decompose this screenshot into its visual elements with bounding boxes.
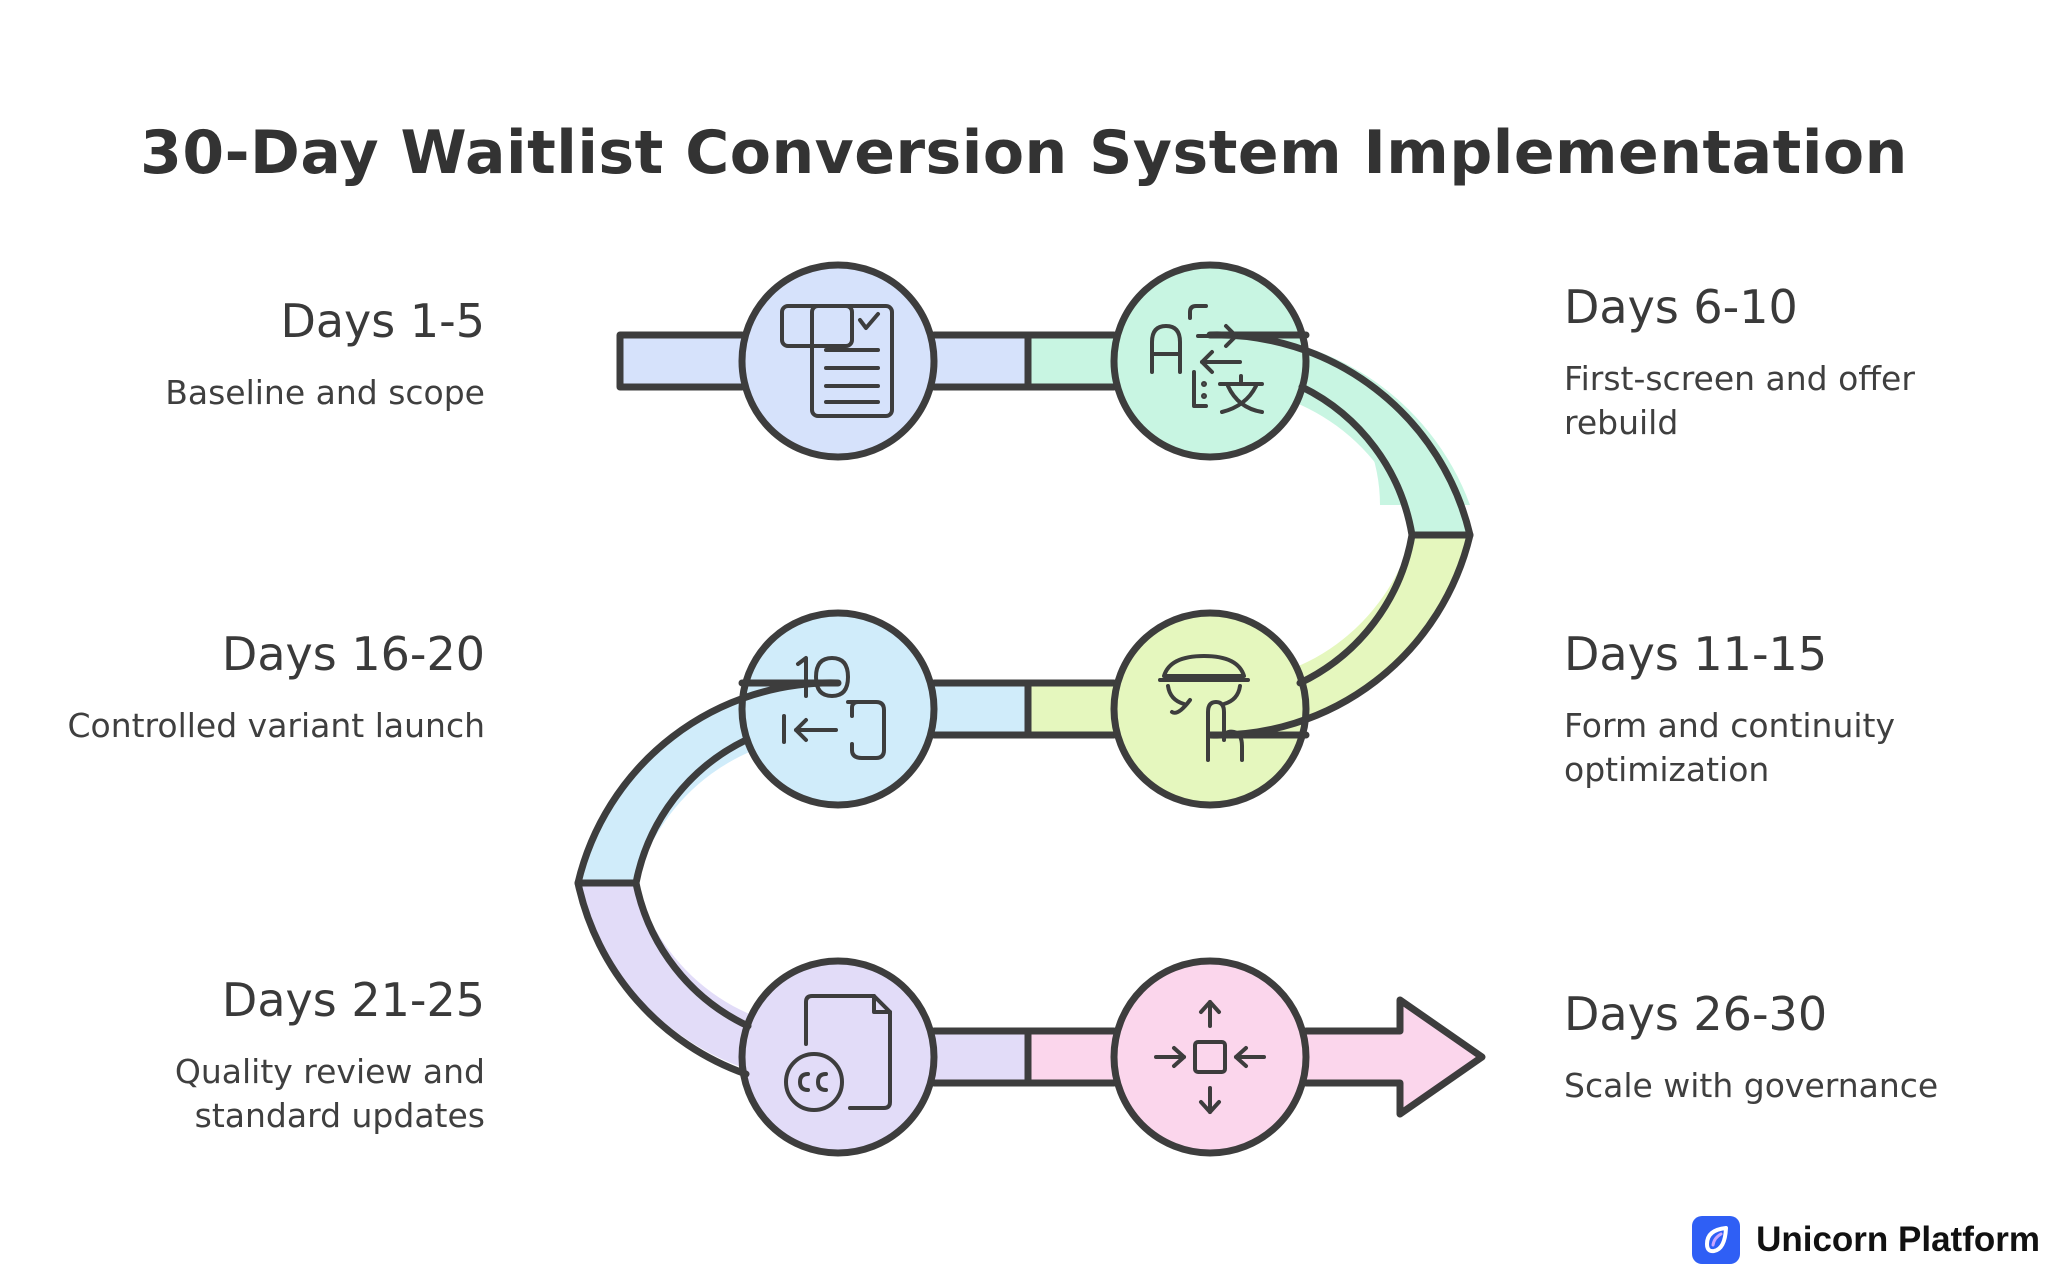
step-6-label: Days 26-30 Scale with governance	[1564, 986, 1994, 1108]
step-4-label: Days 16-20 Controlled variant launch	[55, 626, 485, 748]
step-2-days: Days 6-10	[1564, 280, 1798, 334]
document-cc-icon	[784, 994, 892, 1112]
path-outline	[574, 261, 1486, 1157]
scale-arrows-icon	[1154, 1000, 1266, 1114]
step-5-label: Days 21-25 Quality review and standard u…	[55, 972, 485, 1138]
node-fill-4	[742, 613, 934, 805]
node-fill-1	[742, 265, 934, 457]
step-3-label: Days 11-15 Form and continuity optimizat…	[1564, 626, 1994, 792]
step-4-description: Controlled variant launch	[67, 706, 485, 745]
node-fill-6	[1114, 961, 1306, 1153]
step-1-label: Days 1-5 Baseline and scope	[55, 293, 485, 415]
unicorn-platform-logo-icon	[1692, 1216, 1741, 1264]
step-3-days: Days 11-15	[1564, 627, 1828, 681]
step-6-description: Scale with governance	[1564, 1066, 1939, 1105]
step-6-days: Days 26-30	[1564, 987, 1828, 1041]
touch-gesture-icon	[1158, 654, 1250, 762]
step-3-description: Form and continuity optimization	[1564, 706, 1896, 789]
step-2-label: Days 6-10 First-screen and offer rebuild	[1564, 279, 1994, 445]
step-4-days: Days 16-20	[221, 627, 485, 681]
step-2-description: First-screen and offer rebuild	[1564, 359, 1915, 442]
countdown-launch-icon	[782, 656, 886, 760]
page-title: 30-Day Waitlist Conversion System Implem…	[140, 118, 1908, 188]
brand-badge: Unicorn Platform	[1692, 1214, 2040, 1266]
document-checklist-icon	[780, 304, 894, 418]
step-5-days: Days 21-25	[221, 973, 485, 1027]
brand-name: Unicorn Platform	[1756, 1220, 2040, 1259]
step-1-description: Baseline and scope	[165, 373, 485, 412]
step-1-days: Days 1-5	[280, 294, 485, 348]
step-5-description: Quality review and standard updates	[174, 1052, 485, 1135]
translate-icon	[1150, 304, 1264, 414]
